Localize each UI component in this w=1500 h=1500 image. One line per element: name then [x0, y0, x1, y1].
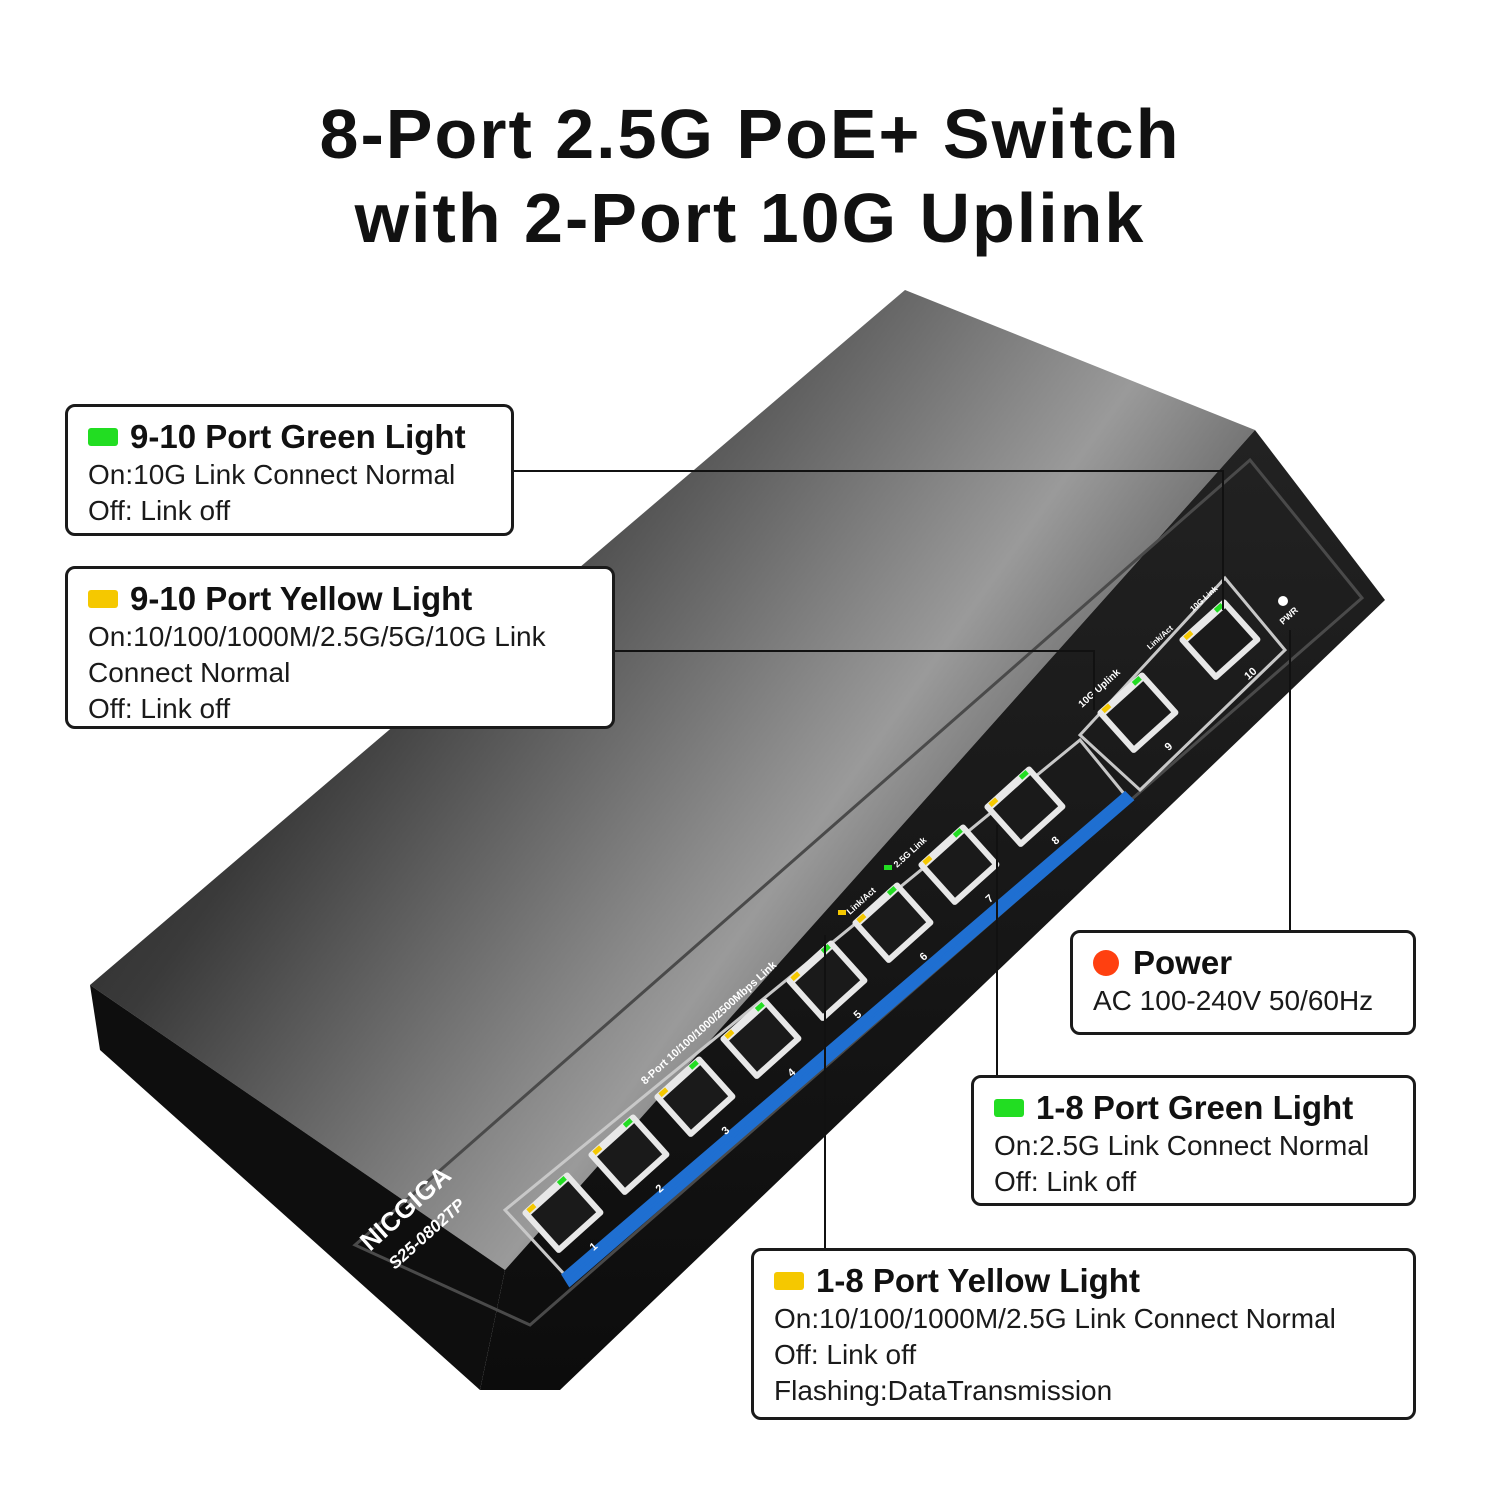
callout-power-heading: Power [1133, 944, 1233, 981]
callout-yellow-1-8-line-3: Flashing:DataTransmission [774, 1375, 1113, 1406]
leader-line-yellow-10g-h [613, 650, 1095, 652]
leader-line-yellow-10g-v [1093, 650, 1095, 710]
callout-power-line-1: AC 100-240V 50/60Hz [1093, 985, 1374, 1016]
rj45-port-socket [927, 833, 993, 898]
port-green-led-icon [886, 885, 897, 896]
callout-green-1-8-heading: 1-8 Port Green Light [1036, 1089, 1354, 1126]
port-green-led-icon [622, 1117, 633, 1128]
port-yellow-led-icon [856, 913, 867, 924]
port-yellow-led-icon [1183, 630, 1194, 641]
uplink-group-outline [1077, 575, 1288, 793]
callout-green-10g-heading: 9-10 Port Green Light [130, 418, 466, 455]
port-green-led-icon [1131, 675, 1142, 686]
legend-yellow-icon [838, 910, 846, 915]
page-title: 8-Port 2.5G PoE+ Switch with 2-Port 10G … [0, 92, 1500, 260]
green-led-icon [88, 428, 118, 446]
callout-yellow-10g-line-1: On:10/100/1000M/2.5G/5G/10G Link [88, 621, 546, 652]
port-yellow-led-icon [526, 1203, 537, 1214]
rj45-port-10: 10 [1179, 599, 1261, 683]
rj45-port-socket [861, 891, 927, 956]
callout-power: Power AC 100-240V 50/60Hz [1070, 930, 1416, 1035]
rj45-port-socket [1188, 608, 1254, 673]
rj45-port-socket [1106, 681, 1172, 746]
callout-green-10g-line-2: Off: Link off [88, 495, 231, 526]
callout-green-10g-line-1: On:10G Link Connect Normal [88, 459, 456, 490]
front-bezel [352, 457, 1365, 1327]
port-yellow-led-icon [988, 797, 999, 808]
callout-green-10g: 9-10 Port Green Light On:10G Link Connec… [65, 404, 514, 536]
title-line-1: 8-Port 2.5G PoE+ Switch [319, 95, 1181, 173]
callout-green-1-8-line-2: Off: Link off [994, 1166, 1137, 1197]
callout-yellow-10g-line-2: Connect Normal [88, 657, 291, 688]
rj45-port-socket [795, 949, 861, 1014]
leader-line-power-v [1289, 630, 1291, 932]
switch-left-side [90, 985, 505, 1390]
rj45-port-socket [531, 1181, 597, 1246]
power-led-icon [1278, 596, 1288, 606]
yellow-led-icon [88, 590, 118, 608]
port-green-led-icon [754, 1001, 765, 1012]
rj45-port-6: 6 [852, 882, 934, 964]
title-line-2: with 2-Port 10G Uplink [354, 179, 1146, 257]
rj45-port-socket [663, 1065, 729, 1130]
port-blue-stripe [561, 790, 1135, 1288]
switch-top-surface [90, 290, 1255, 1270]
port-yellow-led-icon [658, 1087, 669, 1098]
callout-yellow-10g-line-3: Off: Link off [88, 693, 231, 724]
legend-green-icon [884, 865, 892, 870]
callout-yellow-1-8-line-1: On:10/100/1000M/2.5G Link Connect Normal [774, 1303, 1336, 1334]
callout-green-1-8: 1-8 Port Green Light On:2.5G Link Connec… [971, 1075, 1416, 1206]
red-power-dot-icon [1093, 950, 1119, 976]
rj45-port-2: 2 [588, 1114, 670, 1196]
leader-line-green-1-8-v [996, 825, 998, 1077]
leader-line-green-10g-v [1222, 470, 1224, 610]
callout-yellow-1-8-heading: 1-8 Port Yellow Light [816, 1262, 1140, 1299]
rj45-port-socket [993, 775, 1059, 840]
port-yellow-led-icon [790, 971, 801, 982]
callout-yellow-1-8-line-2: Off: Link off [774, 1339, 917, 1370]
port-yellow-led-icon [922, 855, 933, 866]
callout-yellow-1-8: 1-8 Port Yellow Light On:10/100/1000M/2.… [751, 1248, 1416, 1420]
port-green-led-icon [952, 827, 963, 838]
callout-yellow-10g: 9-10 Port Yellow Light On:10/100/1000M/2… [65, 566, 615, 729]
leader-line-green-10g-h [512, 470, 1224, 472]
callout-green-1-8-line-1: On:2.5G Link Connect Normal [994, 1130, 1370, 1161]
yellow-led-icon [774, 1272, 804, 1290]
port-green-led-icon [1018, 769, 1029, 780]
rj45-port-socket [729, 1007, 795, 1072]
port-green-led-icon [1213, 602, 1224, 613]
port-yellow-led-icon [1101, 703, 1112, 714]
rj45-port-socket [597, 1123, 663, 1188]
green-led-icon [994, 1099, 1024, 1117]
port-yellow-led-icon [724, 1029, 735, 1040]
port-green-led-icon [688, 1059, 699, 1070]
callout-yellow-10g-heading: 9-10 Port Yellow Light [130, 580, 473, 617]
rj45-ports-9-10: 910 [1097, 599, 1261, 754]
leader-line-yellow-1-8-v [824, 935, 826, 1250]
port-yellow-led-icon [592, 1145, 603, 1156]
port-green-led-icon [556, 1175, 567, 1186]
